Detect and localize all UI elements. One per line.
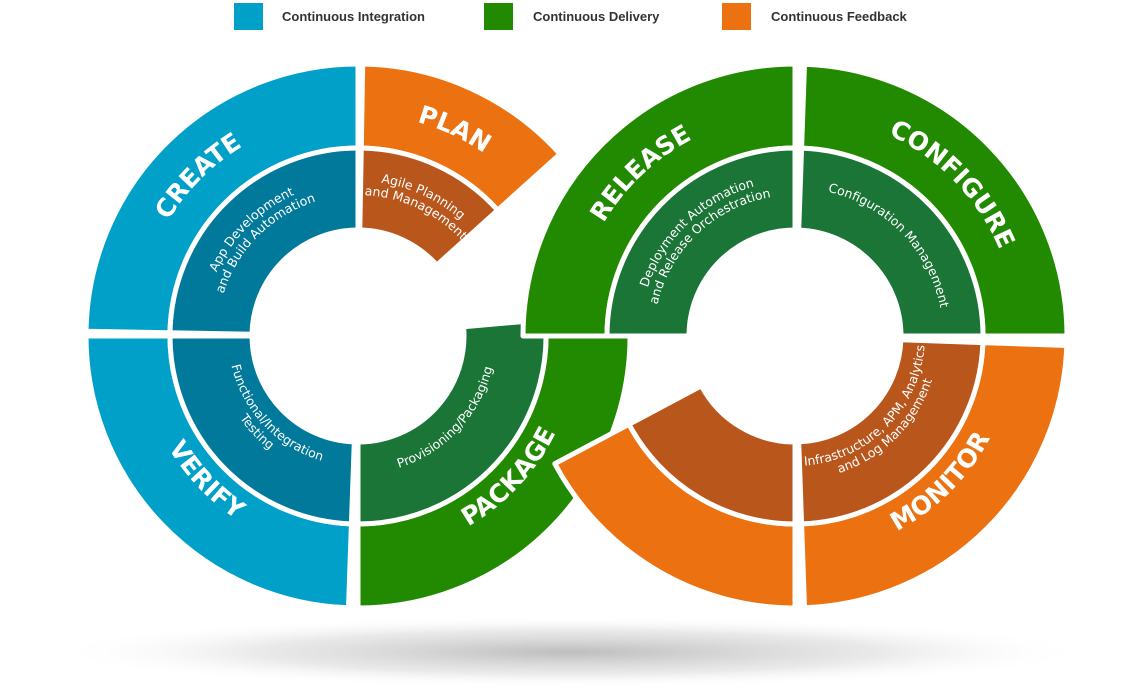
segment-verify-inner xyxy=(167,333,357,527)
legend-label-cf: Continuous Feedback xyxy=(771,9,908,24)
legend-label-cd: Continuous Delivery xyxy=(533,9,660,24)
legend-swatch-ci xyxy=(234,3,263,30)
ground-shadow xyxy=(50,616,1090,688)
legend: Continuous Integration Continuous Delive… xyxy=(234,3,908,30)
segment-monitor-bottom-inner xyxy=(626,383,798,527)
segment-package-inner xyxy=(355,317,549,527)
left-loop-hole xyxy=(254,232,462,440)
right-loop-hole xyxy=(691,232,899,440)
segment-plan-inner xyxy=(357,145,501,268)
segment-create-inner xyxy=(167,145,361,337)
segment-monitor-inner xyxy=(796,337,986,527)
legend-label-ci: Continuous Integration xyxy=(282,9,425,24)
segment-configure-inner xyxy=(796,145,986,339)
legend-swatch-cd xyxy=(484,3,513,30)
legend-swatch-cf xyxy=(722,3,751,30)
ring-segments xyxy=(83,61,1070,611)
segment-release-inner xyxy=(604,145,798,339)
